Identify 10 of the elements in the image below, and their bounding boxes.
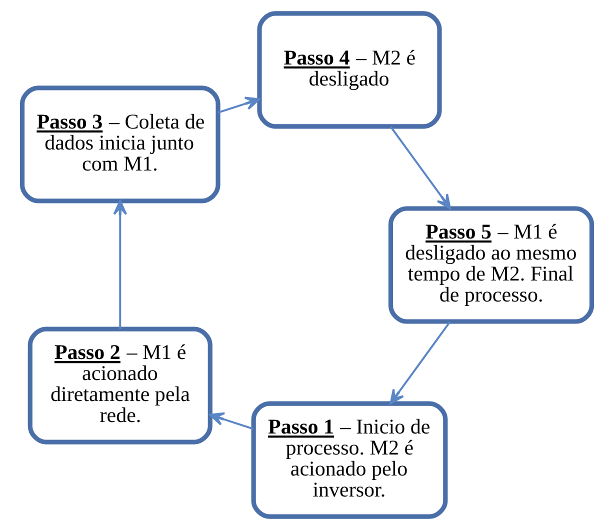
arrow — [208, 412, 254, 430]
arrow — [390, 126, 451, 210]
node-box: Passo 3 – Coleta de dados inicia junto com M1. — [19, 86, 220, 204]
node-box: Passo 1 – Inicio de processo. M2 é acionado pelo inversor. — [250, 401, 448, 519]
arrow — [217, 96, 260, 114]
arrow — [389, 321, 450, 404]
node-box: Passo 2 – M1 é acionado diretamente pela rede. — [27, 326, 212, 444]
node-box: Passo 5 – M1 é desligado ao mesmo tempo de M2. Final de processo. — [388, 206, 594, 324]
arrow — [112, 200, 127, 330]
node-box: Passo 4 – M2 é desligado — [256, 11, 442, 129]
